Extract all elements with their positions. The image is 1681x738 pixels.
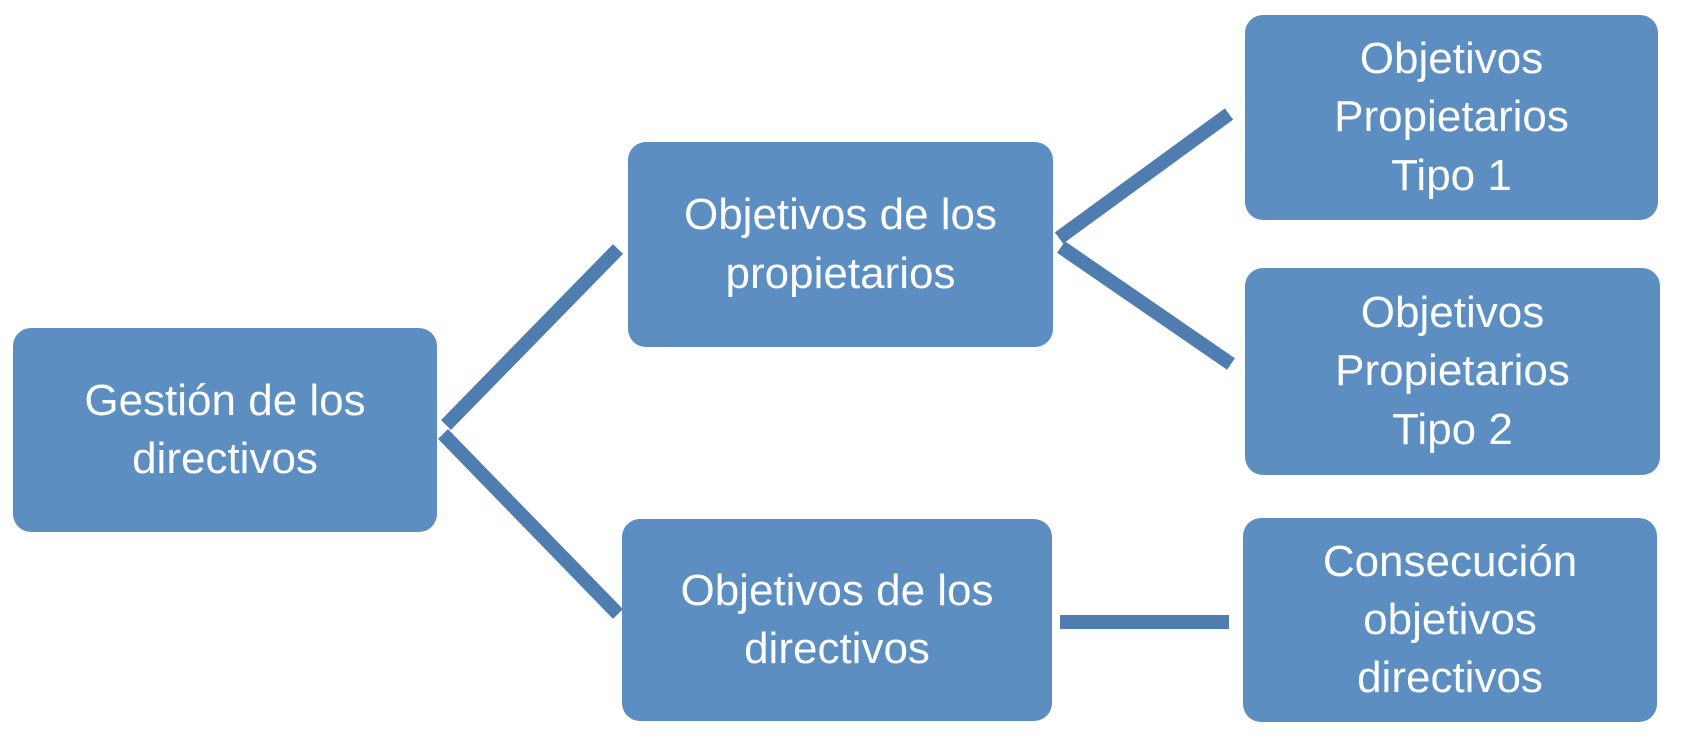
node-label-gestion-de-los-directivos: Gestión de los directivos	[84, 375, 366, 483]
connector-propietarios-to-tipo-2	[1057, 241, 1235, 370]
connector-propietarios-to-tipo-1	[1054, 108, 1234, 244]
node-label-objetivos-propietarios-tipo-2: Objetivos Propietarios Tipo 2	[1335, 288, 1570, 454]
node-label-objetivos-de-los-propietarios: Objetivos de los propietarios	[683, 190, 998, 298]
node-label-objetivos-de-los-directivos: Objetivos de los directivos	[680, 565, 994, 673]
node-objetivos-propietarios-tipo-1: Objetivos Propietarios Tipo 1	[1245, 15, 1658, 220]
node-objetivos-de-los-directivos: Objetivos de los directivos	[622, 519, 1052, 721]
node-label-consecucion-objetivos-directivos: Consecución objetivos directivos	[1322, 536, 1578, 703]
node-objetivos-propietarios-tipo-2: Objetivos Propietarios Tipo 2	[1245, 268, 1660, 475]
node-objetivos-de-los-propietarios: Objetivos de los propietarios	[628, 142, 1053, 347]
connector-gestion-to-objetivos-directivos	[437, 429, 624, 619]
node-label-objetivos-propietarios-tipo-1: Objetivos Propietarios Tipo 1	[1334, 34, 1569, 200]
node-gestion-de-los-directivos: Gestión de los directivos	[13, 328, 437, 532]
connector-gestion-to-objetivos-propietarios	[440, 244, 624, 430]
node-consecucion-objetivos-directivos: Consecución objetivos directivos	[1243, 518, 1657, 722]
